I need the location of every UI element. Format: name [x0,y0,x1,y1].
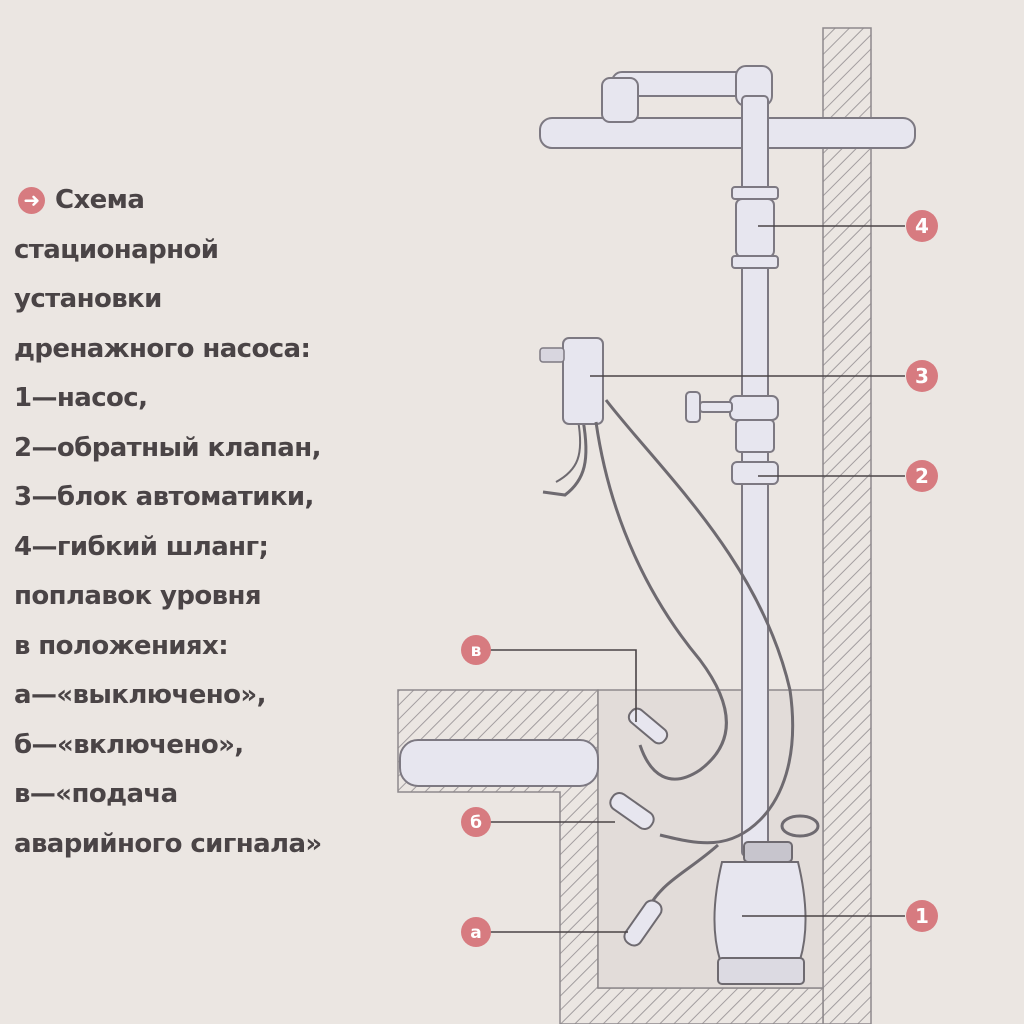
pump-base [717,957,805,985]
callout-2-label: 2 [915,464,929,488]
power-cable-inner [555,419,582,483]
callout-1: 1 [906,900,938,932]
check-valve-body [731,461,779,485]
callout-v: в [461,635,491,665]
valve-handle [685,391,701,423]
pump [713,814,820,985]
caption-line: аварийного сигнала» [14,828,322,859]
pump-body [713,861,807,961]
callout-a: а [461,917,491,947]
pipes [399,65,916,857]
callout-a-circle [461,917,491,947]
caption-line: установки [14,284,162,314]
leader-v [490,649,637,722]
union-fitting [735,419,775,453]
float-b [609,792,655,830]
float-v [627,707,669,745]
callout-a-label: а [470,923,481,943]
caption-line: 2—обратный клапан, [14,432,321,463]
callout-3-label: 3 [915,364,929,388]
tee-fitting [729,395,779,421]
right-wall [822,27,872,1024]
leader-lines [490,225,905,933]
hose-clamp-bottom [731,255,779,269]
caption-line: дренажного насоса: [14,333,311,364]
callout-4-circle [906,210,938,242]
callout-2-circle [906,460,938,492]
callout-3-circle [906,360,938,392]
callout-4: 4 [906,210,938,242]
callout-b: б [461,807,491,837]
callout-1-label: 1 [915,904,929,928]
hose-clamp-top [731,186,779,200]
caption-line: 3—блок автоматики, [14,482,314,512]
automation-unit [539,337,795,906]
float-cable-v [594,421,728,781]
caption-line: в—«подача [14,779,178,809]
inlet-pipe [399,739,599,787]
callout-b-circle [461,807,491,837]
float-cable-a [648,843,719,906]
arrow-right-circle-icon: ➜ [18,187,45,215]
ceiling-sewer-pipe [539,117,916,149]
callout-v-circle [461,635,491,665]
pump-top [743,841,793,863]
callout-4-label: 4 [915,214,929,238]
caption-line: в положениях: [14,630,229,661]
callout-b-label: б [470,813,482,833]
caption-line: поплавок уровня [14,581,262,611]
pump-cable-coil [780,814,820,838]
caption-line: б—«включено», [14,729,244,760]
caption-line: 4—гибкий шланг; [14,531,269,562]
caption-line: 1—насос, [14,383,148,413]
top-elbow-left [601,77,639,123]
caption: ➜ Схема стационарной установки дренажног… [14,176,354,869]
callout-2: 2 [906,460,938,492]
callout-1-circle [906,900,938,932]
float-cable-b [604,399,795,845]
float-a [623,899,663,947]
flexible-hose [735,198,775,258]
valve-stem [699,401,733,413]
caption-line: а—«выключено», [14,680,266,710]
automation-box [562,337,604,425]
caption-line-0-row: ➜ Схема [14,176,354,226]
callout-3: 3 [906,360,938,392]
caption-line: стационарной [14,234,219,265]
floats [609,707,669,947]
power-cable [542,419,588,497]
automation-plug [539,347,565,363]
callout-v-label: в [471,641,482,661]
caption-title: Схема [55,185,145,215]
